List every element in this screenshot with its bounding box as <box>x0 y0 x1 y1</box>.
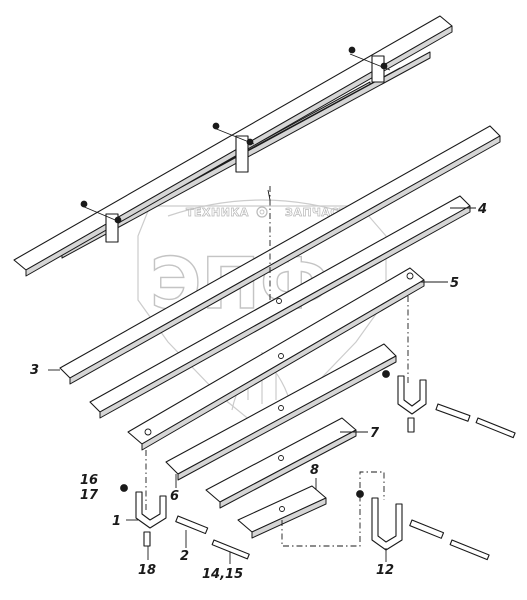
clamp-1-rivet <box>143 531 151 547</box>
leaf-5-hole-left <box>144 428 152 436</box>
assembled-leaf-main-top <box>13 15 453 271</box>
clamp-12-bolt-long <box>449 539 490 561</box>
clamp-12-assembly <box>281 471 490 561</box>
clamp-12-u-bracket <box>371 497 403 551</box>
callout-1: 1 <box>112 514 121 529</box>
assembled-clamp-left <box>80 200 122 243</box>
clamp-12-bolt-short <box>409 519 445 539</box>
leaf-4-center-hole <box>276 298 282 304</box>
clamp-5-u-bracket <box>397 375 427 415</box>
callout-5: 5 <box>450 276 459 291</box>
clamp-5-nut <box>382 370 390 378</box>
callout-18: 18 <box>138 563 156 578</box>
clamp-1-nut <box>120 484 128 492</box>
leaf-5 <box>127 267 425 451</box>
clamp-5-bolt-long <box>475 417 516 439</box>
leaf-5-center-hole <box>278 353 284 359</box>
callout-14-15: 14,15 <box>202 567 243 582</box>
callout-2: 2 <box>180 549 189 564</box>
callout-3: 3 <box>30 363 39 378</box>
leaf-4 <box>89 195 471 419</box>
leaf-8 <box>237 485 327 539</box>
leaf-5-hole-right <box>406 272 414 280</box>
clamp-5-assembly <box>382 296 516 439</box>
assembled-clamp-right <box>348 46 391 83</box>
watermark-brand-left: ТЕХНИКА <box>186 206 249 219</box>
callout-12: 12 <box>376 563 394 578</box>
leader-lines <box>48 207 476 564</box>
clamp-5-bolt-short <box>435 403 471 422</box>
clamp-1-assembly <box>120 450 250 560</box>
leaf-6-center-hole <box>278 405 284 411</box>
leaf-7-center-hole <box>278 455 284 461</box>
clamp-1-bolt-short <box>175 515 209 535</box>
leaf-3 <box>59 125 501 385</box>
clamp-12-guide-box <box>281 471 385 547</box>
clamp-5-rivet <box>407 417 415 433</box>
callout-16: 16 <box>80 473 98 488</box>
clamp-12-nut <box>356 490 364 498</box>
watermark-shield-arc <box>167 199 357 217</box>
assembled-clamp-center <box>212 122 255 173</box>
watermark-gear-icon <box>256 206 268 218</box>
clamp-1-u-bracket <box>135 491 167 529</box>
assembled-leaf-spring <box>13 15 453 277</box>
callout-6: 6 <box>170 489 179 504</box>
callout-labels: 3 4 5 6 7 8 1 2 16 17 18 14,15 12 <box>30 202 487 582</box>
leaf-8-center-hole <box>279 506 285 512</box>
assembled-center-pin <box>267 189 271 201</box>
callout-17: 17 <box>80 488 99 503</box>
clamp-1-bolt-long <box>211 539 250 560</box>
callout-7: 7 <box>370 426 380 441</box>
callout-4: 4 <box>477 202 487 217</box>
leaf-6 <box>165 343 397 481</box>
callout-8: 8 <box>310 463 319 478</box>
leaf-7 <box>205 417 357 509</box>
